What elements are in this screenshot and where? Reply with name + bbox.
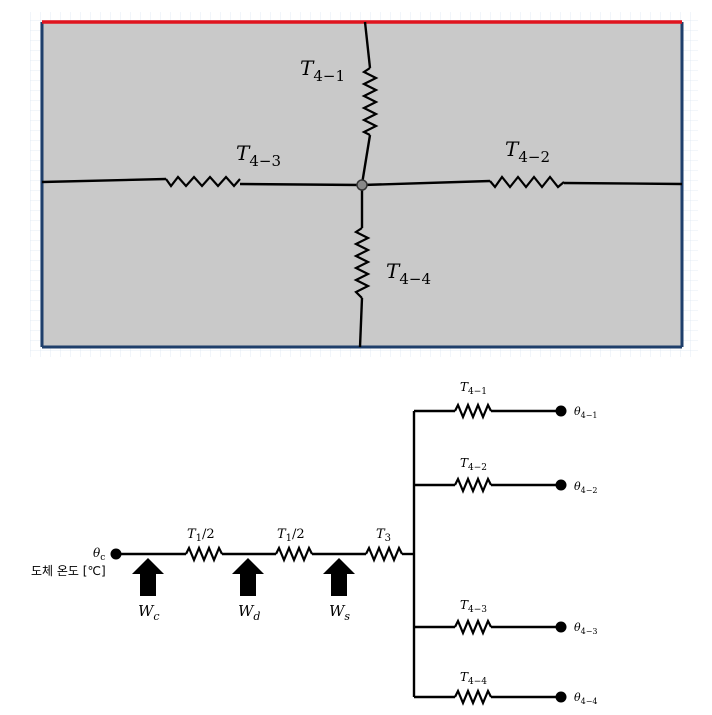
label-t41: T4−1 (300, 56, 345, 85)
label-conductor-temp: 도체 온도 [℃] (31, 564, 106, 578)
bottom-circuit: θc 도체 온도 [℃] T1/2 T1/2 T3 Wc Wd (31, 380, 598, 706)
label-ws: Ws (329, 602, 350, 623)
node-theta-43 (555, 621, 567, 633)
label-branch-t43: T4−3 (460, 598, 487, 615)
resistor-t1-half-b (275, 545, 313, 563)
node-theta-42 (555, 479, 567, 491)
resistor-branch-t43 (454, 618, 492, 636)
label-wd: Wd (238, 602, 260, 623)
resistor-t1-half-a (185, 545, 223, 563)
resistor-branch-t41 (454, 402, 492, 420)
label-t3: T3 (376, 527, 391, 544)
resistor-t42 (489, 175, 565, 189)
label-t1-half-a: T1/2 (187, 527, 215, 544)
top-figure: T4−1 T4−2 T4−3 T4−4 (30, 12, 698, 357)
label-theta-41: θ4−1 (574, 405, 598, 420)
label-t42: T4−2 (505, 137, 550, 166)
label-wc: Wc (138, 602, 160, 623)
wire-left-inner (239, 182, 363, 187)
label-t1-half-b: T1/2 (277, 527, 305, 544)
wire-right-outer (563, 181, 683, 186)
wire-bottom-lower (358, 297, 364, 348)
arrow-ws (323, 558, 355, 596)
resistor-t44 (353, 227, 371, 299)
wire-right-inner (361, 179, 491, 187)
node-theta-41 (555, 405, 567, 417)
resistor-branch-t42 (454, 476, 492, 494)
label-branch-t42: T4−2 (460, 456, 487, 473)
resistor-t41 (361, 67, 379, 136)
wire-left-outer (41, 177, 167, 184)
resistor-t43 (165, 175, 241, 188)
arrow-wc (132, 558, 164, 596)
label-theta-42: θ4−2 (574, 480, 598, 495)
arrow-wd (232, 558, 264, 596)
label-branch-t41: T4−1 (460, 380, 487, 397)
label-theta-44: θ4−4 (574, 691, 598, 706)
node-theta-44 (555, 691, 567, 703)
resistor-t3 (365, 545, 403, 563)
label-t43: T4−3 (236, 141, 281, 170)
label-branch-t44: T4−4 (460, 670, 487, 687)
center-node (356, 179, 368, 191)
label-t44: T4−4 (386, 259, 431, 288)
resistor-branch-t44 (454, 688, 492, 706)
label-theta-c: θc (93, 546, 105, 563)
wire-top-upper (363, 21, 372, 69)
label-theta-43: θ4−3 (574, 621, 598, 636)
wire-top-lower (360, 134, 372, 185)
